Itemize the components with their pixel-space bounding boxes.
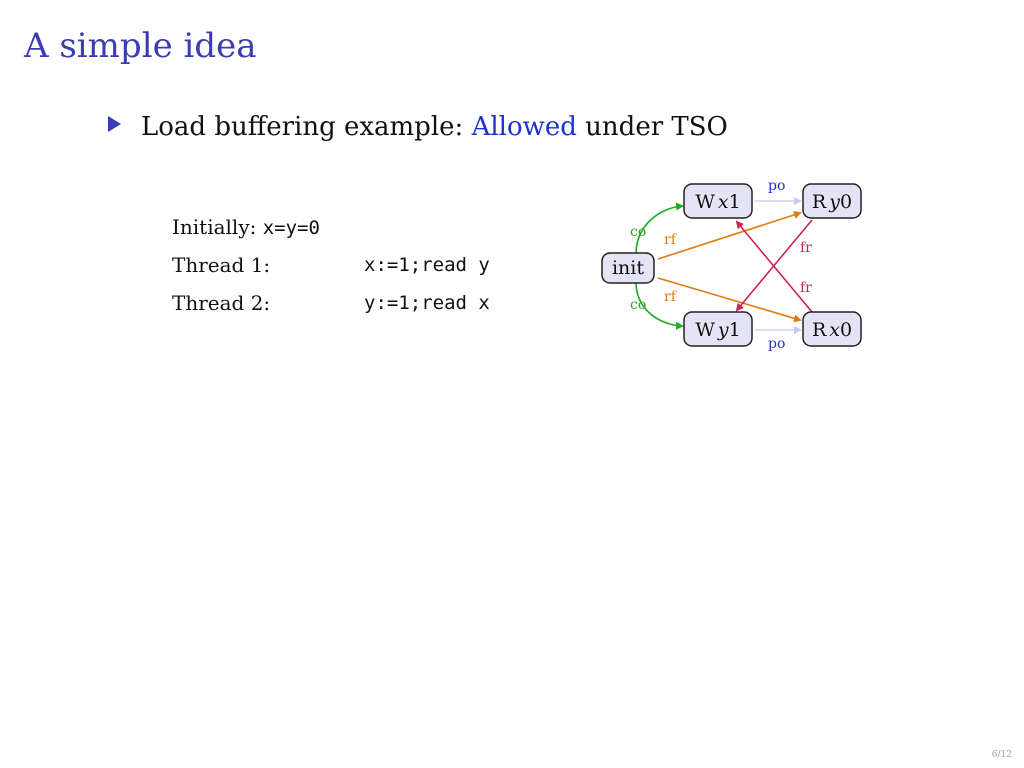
bullet-text-suffix: under TSO bbox=[576, 112, 728, 142]
bullet-highlight: Allowed bbox=[471, 112, 577, 142]
po-label-bottom: po bbox=[768, 336, 785, 352]
node-ry0-var: y bbox=[828, 191, 840, 213]
thread-1-row: Thread 1: x:=1;read y bbox=[172, 252, 490, 278]
po-label-top: po bbox=[768, 178, 785, 194]
node-wy1-val: 1 bbox=[729, 319, 741, 341]
co-edge-top bbox=[635, 202, 684, 255]
rf-label-top: rf bbox=[664, 232, 678, 248]
node-rx0-val: 0 bbox=[840, 319, 852, 341]
thread-2-label: Thread 2: bbox=[172, 291, 271, 315]
node-wx1-op: W bbox=[695, 191, 715, 213]
initial-condition: Initially: x=y=0 bbox=[172, 214, 320, 241]
node-init: init bbox=[601, 252, 655, 284]
thread-2-code: y:=1;read x bbox=[364, 292, 490, 314]
node-rx0-var: x bbox=[829, 319, 840, 341]
fr-edge-top bbox=[735, 220, 813, 313]
node-rx0-op: R bbox=[812, 319, 827, 341]
fr-label-top: fr bbox=[800, 240, 812, 256]
bullet-triangle-icon bbox=[108, 116, 121, 132]
bullet-item: Load buffering example: Allowed under TS… bbox=[108, 110, 728, 144]
initially-code: x=y=0 bbox=[262, 217, 320, 239]
thread-2-row: Thread 2: y:=1;read x bbox=[172, 290, 490, 316]
initially-label: Initially: bbox=[172, 215, 263, 239]
svg-text:Wx1: Wx1 bbox=[695, 191, 740, 213]
node-wx1-val: 1 bbox=[729, 191, 741, 213]
node-wy1-op: W bbox=[695, 319, 715, 341]
node-wy1-var: y bbox=[717, 319, 729, 341]
rf-label-bottom: rf bbox=[664, 289, 678, 305]
thread-1-code: x:=1;read y bbox=[364, 254, 490, 276]
svg-text:Wy1: Wy1 bbox=[695, 319, 740, 341]
bullet-text-prefix: Load buffering example: bbox=[141, 112, 472, 142]
page-number: 6/12 bbox=[991, 750, 1012, 760]
rf-edge-bottom bbox=[657, 277, 802, 323]
svg-text:Ry0: Ry0 bbox=[812, 191, 852, 213]
thread-1-label: Thread 1: bbox=[172, 253, 271, 277]
node-ry0-val: 0 bbox=[840, 191, 852, 213]
node-init-label: init bbox=[612, 257, 644, 279]
co-edge-bottom bbox=[635, 281, 684, 330]
node-wx1-var: x bbox=[718, 191, 729, 213]
node-ry0-op: R bbox=[812, 191, 827, 213]
rf-edge-top bbox=[657, 211, 802, 260]
co-label-bottom: co bbox=[630, 297, 646, 313]
slide-title: A simple idea bbox=[24, 26, 257, 66]
svg-text:Rx0: Rx0 bbox=[812, 319, 852, 341]
co-label-top: co bbox=[630, 224, 646, 240]
fr-edge-bottom bbox=[735, 219, 813, 312]
fr-label-bottom: fr bbox=[800, 280, 812, 296]
